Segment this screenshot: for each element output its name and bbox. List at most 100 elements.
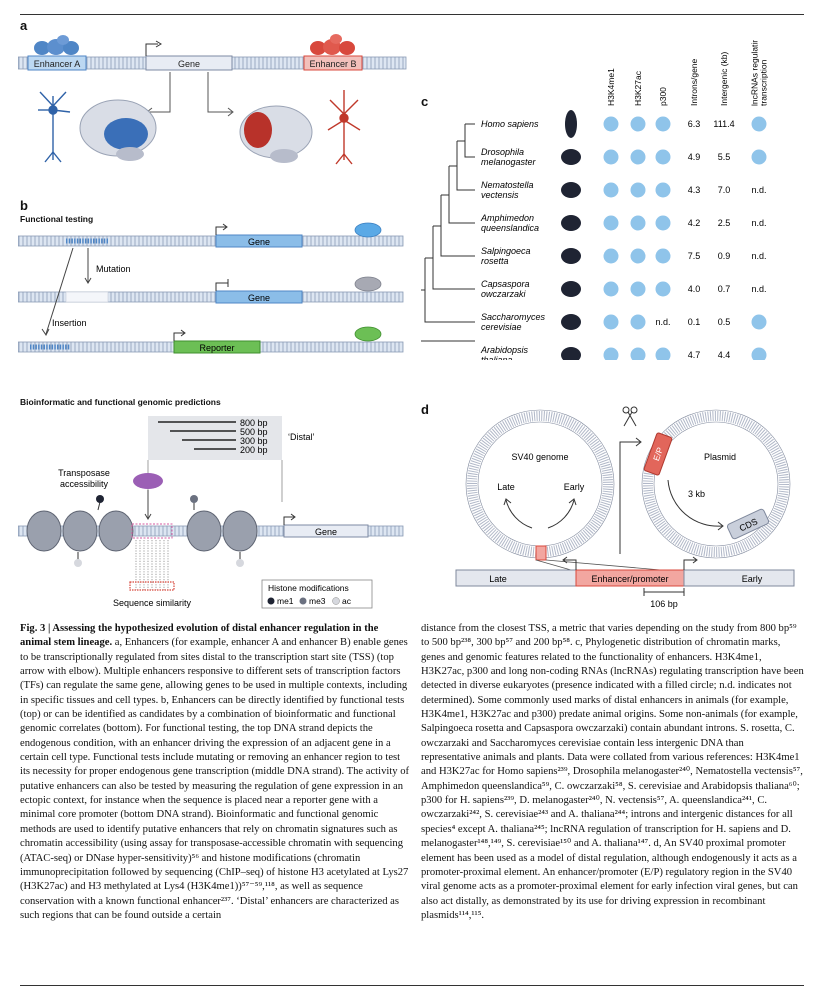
nucleosome-group-left [26,495,134,567]
brain-blue-icon [79,99,157,161]
presence-dot [655,116,671,132]
species-name: thaliana [481,355,513,360]
me3-dot-icon [299,597,307,605]
panel-b-letter: b [20,198,28,213]
introns-value: 4.2 [688,218,701,228]
introns-value: 4.0 [688,284,701,294]
reporter-label: Reporter [199,343,234,353]
transposase-icon [133,473,163,489]
presence-dot [603,149,619,165]
not-determined-label: n.d. [751,251,766,261]
ep-insert: E/P [643,432,673,476]
species-name: Nematostella [481,180,534,190]
species-name: Homo sapiens [481,119,539,129]
presence-dot [630,182,646,198]
presence-dot [751,314,767,330]
not-determined-label: n.d. [751,284,766,294]
plasmid-label: Plasmid [704,452,736,462]
organism-silhouette-icon [561,248,581,264]
species-name: Drosophila [481,147,524,157]
regulation-arrow-b [207,72,232,113]
caption-title: Fig. 3 | Assessing the hypothesized evol… [20,623,379,649]
presence-dot [655,149,671,165]
distance-box [148,416,282,460]
column-header-4: Intergenic (kb) [719,52,729,106]
enhancer-a-box [27,55,87,71]
gene-box-middle [215,290,303,304]
panel-d-letter: d [421,402,429,417]
not-determined-label: n.d. [751,185,766,195]
column-header-0: H3K4me1 [606,68,616,106]
tf-complex-b-icon [310,34,355,55]
species-name: Capsaspora [481,279,530,289]
introns-value: 0.1 [688,317,701,327]
gene-box-top [215,234,303,248]
intergenic-value: 111.4 [713,119,734,129]
me3-label: me3 [309,596,326,606]
species-name: queenslandica [481,223,539,233]
gene-label-a: Gene [178,59,200,69]
presence-dot [655,248,671,264]
species-name: melanogaster [481,157,537,167]
introns-value: 7.5 [688,251,701,261]
organism-silhouette-icon [561,314,581,330]
intergenic-value: 0.5 [718,317,731,327]
panel-a-letter: a [20,18,28,33]
distance-200: 200 bp [240,445,268,455]
presence-dot [603,215,619,231]
presence-dot [751,149,767,165]
column-header-1: H3K27ac [633,70,643,106]
presence-dot [655,347,671,360]
kb3-label: 3 kb [688,489,705,499]
species-name: Amphimedon [480,213,534,223]
plasmid-ring [643,411,789,557]
species-name: owczarzaki [481,289,527,299]
bottom-rule [20,985,804,986]
column-header-5: lncRNAs regulating [750,40,760,106]
bioinformatic-heading: Bioinformatic and functional genomic pre… [20,397,221,407]
ac-label: ac [342,596,352,606]
species-name: Saccharomyces [481,312,546,322]
histone-legend [261,579,373,609]
transfer-arrow [619,441,640,554]
gene-box-a [145,55,233,71]
cell-gray-icon [354,276,382,292]
nucleosome-group-right [186,495,258,567]
introns-value: 4.7 [688,350,701,360]
presence-dot [655,182,671,198]
tss-arrow-icon [145,43,158,56]
enhancer-a-label: Enhancer A [34,59,81,69]
organism-silhouette-icon [561,149,581,165]
ac-dot-icon [332,597,340,605]
presence-dot [603,182,619,198]
column-header-3: Introns/gene [689,58,699,106]
histone-legend-title: Histone modifications [268,583,349,593]
panel-c-letter: c [421,94,429,109]
sequence-similarity-label: Sequence similarity [113,598,192,608]
caption-left-text: a, Enhancers (for example, enhancer A an… [20,637,410,921]
species-name: rosetta [481,256,509,266]
organism-silhouette-icon [565,110,577,138]
not-determined-label: n.d. [751,218,766,228]
accessible-region [131,523,173,539]
presence-dot [603,281,619,297]
bar-late-label: Late [489,574,507,584]
intergenic-value: 7.0 [718,185,731,195]
sv40-early-label: Early [564,482,585,492]
sv40-genome-label: SV40 genome [511,452,568,462]
reporter-box [173,340,261,354]
cell-green-icon [354,326,382,342]
gene-label-middle: Gene [248,293,270,303]
cds-segment: CDS [726,508,770,540]
neuron-red-icon [327,90,361,165]
intergenic-value: 2.5 [718,218,731,228]
distance-300: 300 bp [240,436,268,446]
bp106-label: 106 bp [650,599,678,609]
presence-dot [603,314,619,330]
presence-dot [630,215,646,231]
bar-early [683,569,795,587]
introns-value: 6.3 [688,119,701,129]
species-name: cerevisiae [481,322,522,332]
presence-dot [630,248,646,264]
